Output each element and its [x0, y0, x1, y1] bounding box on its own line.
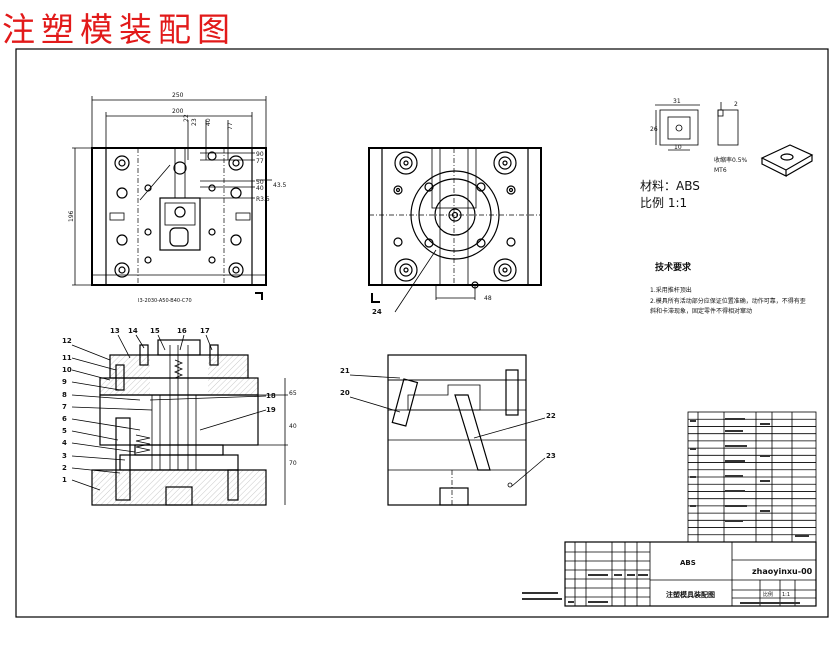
part-note1: 收缩率0.5%	[714, 156, 748, 164]
callout-12: 12	[62, 337, 72, 345]
part-width: 31	[673, 98, 681, 105]
section-view-left: 65 40 70 12 11 10 9 8 7 6 5 4 3 2 1 13 1…	[62, 327, 297, 506]
callout-11: 11	[62, 354, 72, 362]
tech-item-1: 1.采用推杆顶出	[650, 286, 692, 294]
top-view: 250 200 22 23 40 77 90 77 50 40 43.5 R3.…	[68, 92, 287, 304]
dim-inner-width: 200	[172, 108, 184, 115]
dim-d2: 23	[191, 118, 198, 126]
callout-16: 16	[177, 327, 187, 335]
material-label: 材料：ABS	[640, 179, 700, 193]
callout-15: 15	[150, 327, 160, 335]
callout-1: 1	[62, 476, 67, 484]
callout-19: 19	[266, 406, 276, 414]
bom-table	[687, 411, 817, 543]
callout-21: 21	[340, 367, 350, 375]
part-detail: 31 26 10 2 收缩率0.5% MT6 材料：ABS 比例 1:1	[640, 98, 814, 210]
callout-13: 13	[110, 327, 120, 335]
tech-item-2: 2.模具所有活动部分应保证位置准确，动作可靠，不得有歪	[650, 297, 806, 305]
dim-d8: 40	[256, 185, 264, 192]
callout-5: 5	[62, 427, 67, 435]
top-view-caption: I3-2030-A50-B40-C70	[138, 298, 192, 304]
dim-d4: 77	[227, 122, 234, 130]
dim-left-height: 196	[68, 210, 75, 222]
tech-item-3: 斜和卡滞现象，固定零件不得相对窜动	[650, 307, 752, 315]
title-block-drawing-no: zhaoyinxu-00	[752, 567, 813, 576]
dim-d5: 90	[256, 151, 264, 158]
callout-7: 7	[62, 403, 67, 411]
dim-fig: 48	[484, 295, 492, 302]
front-view: 48 24	[368, 147, 542, 316]
callout-18: 18	[266, 392, 276, 400]
drawing-frame	[15, 48, 829, 618]
title-block-material: ABS	[680, 559, 696, 567]
dim-d6: 77	[256, 158, 264, 165]
title-block-scale-value: 1:1	[782, 592, 790, 598]
dim-d1: 22	[183, 114, 190, 122]
dim-overall-width: 250	[172, 92, 184, 99]
side-dim-1: 65	[289, 390, 297, 397]
tech-requirements: 技术要求 1.采用推杆顶出 2.模具所有活动部分应保证位置准确，动作可靠，不得有…	[650, 261, 806, 315]
title-block-name: 注塑模具装配图	[666, 590, 715, 599]
callout-10: 10	[62, 366, 72, 374]
callout-6: 6	[62, 415, 67, 423]
side-dim-3: 70	[289, 460, 297, 467]
part-sub-dim: 10	[674, 144, 682, 151]
callout-4: 4	[62, 439, 67, 447]
callout-24: 24	[372, 308, 382, 316]
callout-3: 3	[62, 452, 67, 460]
dim-d10: R3.5	[256, 196, 270, 203]
callout-17: 17	[200, 327, 210, 335]
title-block: ABS zhaoyinxu-00 注塑模具装配图 比例 1:1	[522, 541, 817, 607]
callout-23: 23	[546, 452, 556, 460]
part-right-dim: 2	[734, 101, 738, 108]
dim-d9: 43.5	[273, 182, 287, 189]
callout-9: 9	[62, 378, 67, 386]
drawing-title: 注塑模装配图	[2, 10, 236, 49]
part-note2: MT6	[714, 167, 727, 174]
side-dim-2: 40	[289, 423, 297, 430]
dim-d3: 40	[205, 118, 212, 126]
callout-20: 20	[340, 389, 350, 397]
callout-2: 2	[62, 464, 67, 472]
title-block-scale-label: 比例	[763, 591, 773, 598]
part-height: 26	[650, 126, 658, 133]
callout-22: 22	[546, 412, 556, 420]
section-view-middle: 21 20 22 23	[340, 354, 556, 506]
tech-heading: 技术要求	[655, 261, 692, 273]
callout-8: 8	[62, 391, 67, 399]
callout-14: 14	[128, 327, 138, 335]
dim-d7: 50	[256, 179, 264, 186]
scale-label: 比例 1:1	[640, 196, 687, 210]
